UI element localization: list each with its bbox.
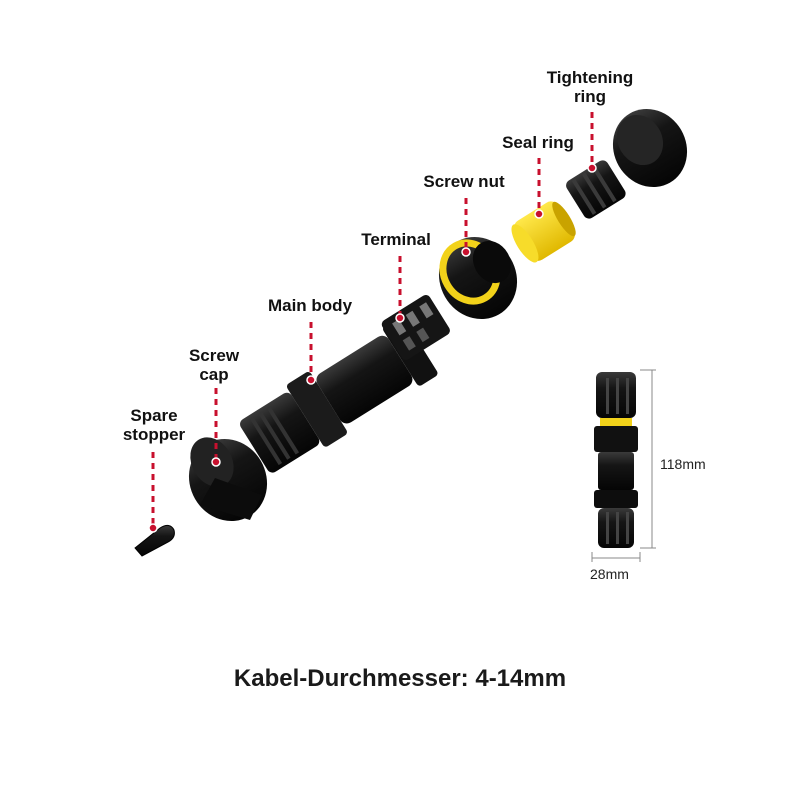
width-dimension-label: 28mm — [590, 566, 629, 582]
end-cap-part — [612, 108, 688, 188]
tightening-ring-part — [566, 160, 626, 219]
dimension-lines — [591, 369, 656, 562]
spare-stopper-part — [134, 524, 175, 557]
leader-dots — [148, 163, 597, 533]
label-seal-ring-text: Seal ring — [502, 133, 574, 152]
label-spare-stopper-line1: Spare — [130, 406, 178, 425]
label-main-body: Main body — [250, 296, 370, 315]
label-screw-nut: Screw nut — [408, 172, 520, 191]
label-seal-ring: Seal ring — [486, 133, 590, 152]
height-dimension-label: 118mm — [660, 456, 706, 472]
label-tightening-ring-line1: Tightening — [546, 68, 634, 87]
assembled-connector — [594, 372, 638, 548]
label-tightening-ring-line2: ring — [573, 87, 607, 106]
label-spare-stopper: Spare stopper — [112, 406, 196, 444]
label-screw-cap-line1: Screw — [188, 346, 240, 365]
seal-ring-part — [511, 201, 576, 263]
label-terminal: Terminal — [346, 230, 446, 249]
label-screw-cap: Screw cap — [176, 346, 252, 384]
label-screw-cap-line2: cap — [199, 365, 229, 384]
label-screw-nut-text: Screw nut — [423, 172, 505, 191]
label-main-body-text: Main body — [267, 296, 353, 315]
leader-lines — [151, 112, 594, 526]
screw-nut-part — [438, 236, 518, 320]
label-tightening-ring: Tightening ring — [530, 68, 650, 106]
label-terminal-text: Terminal — [361, 230, 431, 249]
screw-cap-part — [188, 437, 268, 522]
label-spare-stopper-line2: stopper — [122, 425, 186, 444]
cable-diameter-caption: Kabel-Durchmesser: 4-14mm — [233, 665, 567, 692]
